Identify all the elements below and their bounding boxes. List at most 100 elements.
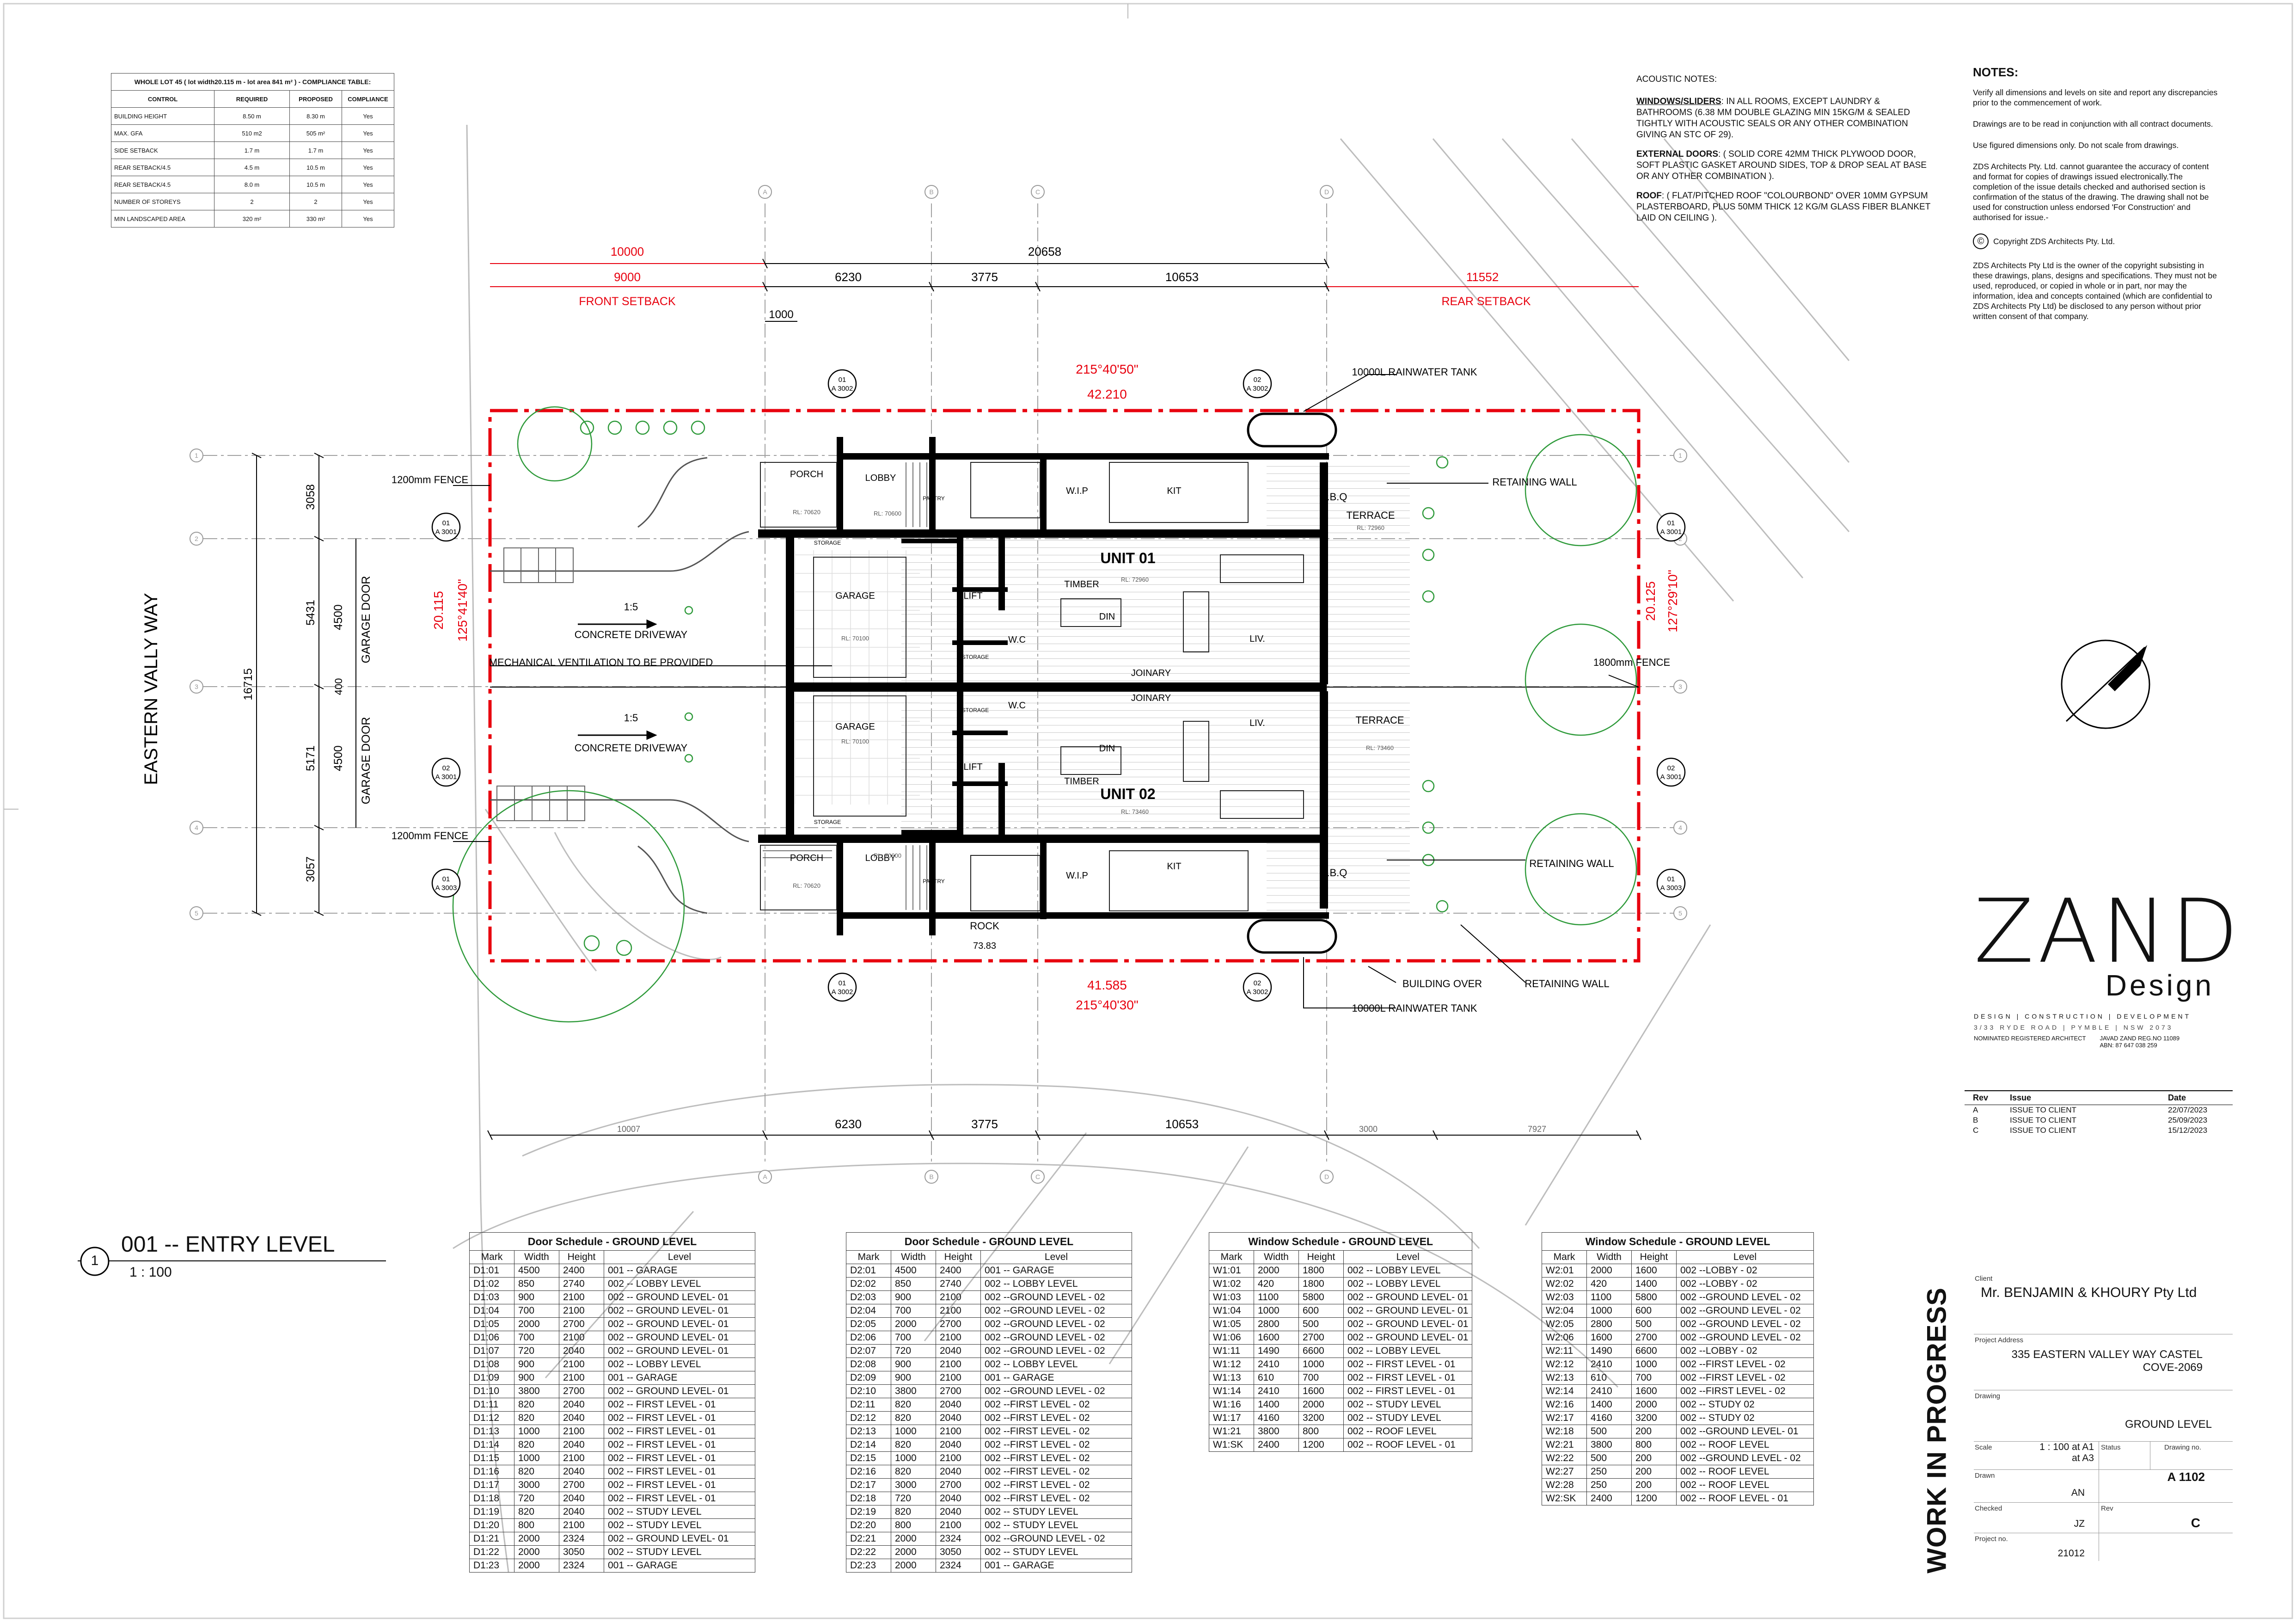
schedule-cell: D1:08 — [469, 1358, 514, 1371]
schedule-cell: 720 — [891, 1492, 936, 1505]
section-ref-sheet: A 3001 — [1660, 773, 1682, 781]
schedule-cell: 002 -- ROOF LEVEL — [1676, 1465, 1814, 1479]
logo-architect: NOMINATED REGISTERED ARCHITECT JAVAD ZAN… — [1974, 1035, 2233, 1049]
schedule-title: Window Schedule - GROUND LEVEL — [1542, 1232, 1814, 1251]
column-header: Width — [891, 1250, 936, 1264]
lot-boundary — [488, 409, 1641, 963]
section-ref-number: 02 — [1254, 376, 1261, 384]
general-notes: NOTES: Verify all dimensions and levels … — [1973, 66, 2223, 332]
section-ref-sheet: A 3001 — [1660, 528, 1682, 536]
room-lift: LIFT — [963, 591, 982, 601]
length-top: 42.210 — [1087, 387, 1127, 401]
compliance-cell: NUMBER OF STOREYS — [111, 193, 214, 210]
note-paragraph: Use figured dimensions only. Do not scal… — [1973, 141, 2179, 150]
compliance-cell: 320 m² — [214, 210, 290, 227]
compliance-cell: MIN LANDSCAPED AREA — [111, 210, 214, 227]
compliance-cell: 8.30 m — [289, 107, 342, 125]
schedule-cell: 200 — [1631, 1425, 1677, 1438]
schedule-cell: 002 -- STUDY 02 — [1676, 1398, 1814, 1412]
schedule-cell: D1:01 — [469, 1264, 514, 1278]
schedule-cell: 002 -- ROOF LEVEL — [1343, 1425, 1473, 1438]
dim-5431: 5431 — [304, 600, 317, 626]
schedule-cell: D2:17 — [846, 1478, 891, 1492]
room-storage: STORAGE — [814, 819, 841, 825]
column-header: Level — [604, 1250, 755, 1264]
compliance-caption: WHOLE LOT 45 ( lot width20.115 m - lot a… — [111, 73, 394, 91]
drawn-cell: Drawn AN — [1974, 1470, 2099, 1502]
compliance-cell: 8.50 m — [214, 107, 290, 125]
grid-label-c: C — [1035, 188, 1040, 196]
compliance-cell: Yes — [342, 124, 394, 142]
schedule-cell: W1:SK — [1209, 1438, 1254, 1452]
schedule-cell: 6600 — [1631, 1344, 1677, 1358]
schedule-cell: D1:06 — [469, 1331, 514, 1345]
schedule-cell: 002 -- GROUND LEVEL- 01 — [1343, 1331, 1473, 1345]
schedule-cell: 850 — [514, 1277, 559, 1291]
compliance-cell: 330 m² — [289, 210, 342, 227]
schedule-cell: 2100 — [936, 1331, 981, 1345]
schedule-cell: 002 -- STUDY LEVEL — [604, 1545, 755, 1559]
schedule-cell: 900 — [891, 1358, 936, 1371]
compliance-cell: SIDE SETBACK — [111, 141, 214, 159]
copyright-icon: © — [1973, 233, 1989, 249]
schedule-cell: 002 -- ROOF LEVEL — [1676, 1438, 1814, 1452]
schedule-cell: 700 — [891, 1331, 936, 1345]
section-ref-number: 02 — [1254, 979, 1261, 987]
schedule-cell: D1:16 — [469, 1465, 514, 1479]
schedule-cell: 2040 — [936, 1411, 981, 1425]
retaining-wall-label: RETAINING WALL — [1529, 858, 1614, 869]
schedule-cell: 3000 — [891, 1478, 936, 1492]
compliance-cell: Yes — [342, 193, 394, 210]
compliance-table-wrap: WHOLE LOT 45 ( lot width20.115 m - lot a… — [111, 73, 394, 227]
concrete-driveway-label: CONCRETE DRIVEWAY — [575, 742, 688, 754]
schedule-cell: 2324 — [559, 1559, 604, 1573]
schedule-cell: W1:04 — [1209, 1304, 1254, 1318]
schedule-cell: W2:SK — [1542, 1492, 1587, 1505]
view-number: 1 — [91, 1253, 99, 1268]
schedule-cell: D1:19 — [469, 1505, 514, 1519]
schedule-cell: 002 -- ROOF LEVEL - 01 — [1343, 1438, 1473, 1452]
schedule-cell: 420 — [1254, 1277, 1299, 1291]
project-cell: Project no. 21012 — [1974, 1533, 2099, 1561]
room-living: LIV. — [1249, 718, 1265, 728]
schedule-cell: D2:19 — [846, 1505, 891, 1519]
section-markers — [431, 369, 1686, 1002]
schedule-cell: W2:06 — [1542, 1331, 1587, 1345]
schedule-cell: D1:11 — [469, 1398, 514, 1412]
drawing-number-cell: Drawing no. — [2150, 1442, 2233, 1469]
room-wip: W.I.P — [1066, 486, 1088, 496]
section-ref-number: 01 — [1667, 875, 1675, 883]
schedule-cell: 3200 — [1631, 1411, 1677, 1425]
dim-20658: 20658 — [1028, 245, 1061, 258]
schedule-cell: 002 --GROUND LEVEL - 02 — [980, 1290, 1132, 1304]
room-dining: DIN — [1099, 612, 1115, 622]
bins — [496, 547, 585, 821]
schedule-cell: 500 — [1298, 1317, 1344, 1331]
schedule-cell: 2040 — [936, 1398, 981, 1412]
grid-label-4-right: 4 — [1678, 824, 1682, 831]
grid-label-3: 3 — [195, 683, 198, 690]
note-paragraph: Drawings are to be read in conjunction w… — [1973, 119, 2213, 129]
drawing-title: GROUND LEVEL — [2125, 1418, 2212, 1431]
schedule-cell: 5800 — [1298, 1290, 1344, 1304]
terrace-deck-2 — [1267, 698, 1410, 911]
schedule-cell: 250 — [1586, 1465, 1632, 1479]
schedule-cell: 820 — [514, 1465, 559, 1479]
